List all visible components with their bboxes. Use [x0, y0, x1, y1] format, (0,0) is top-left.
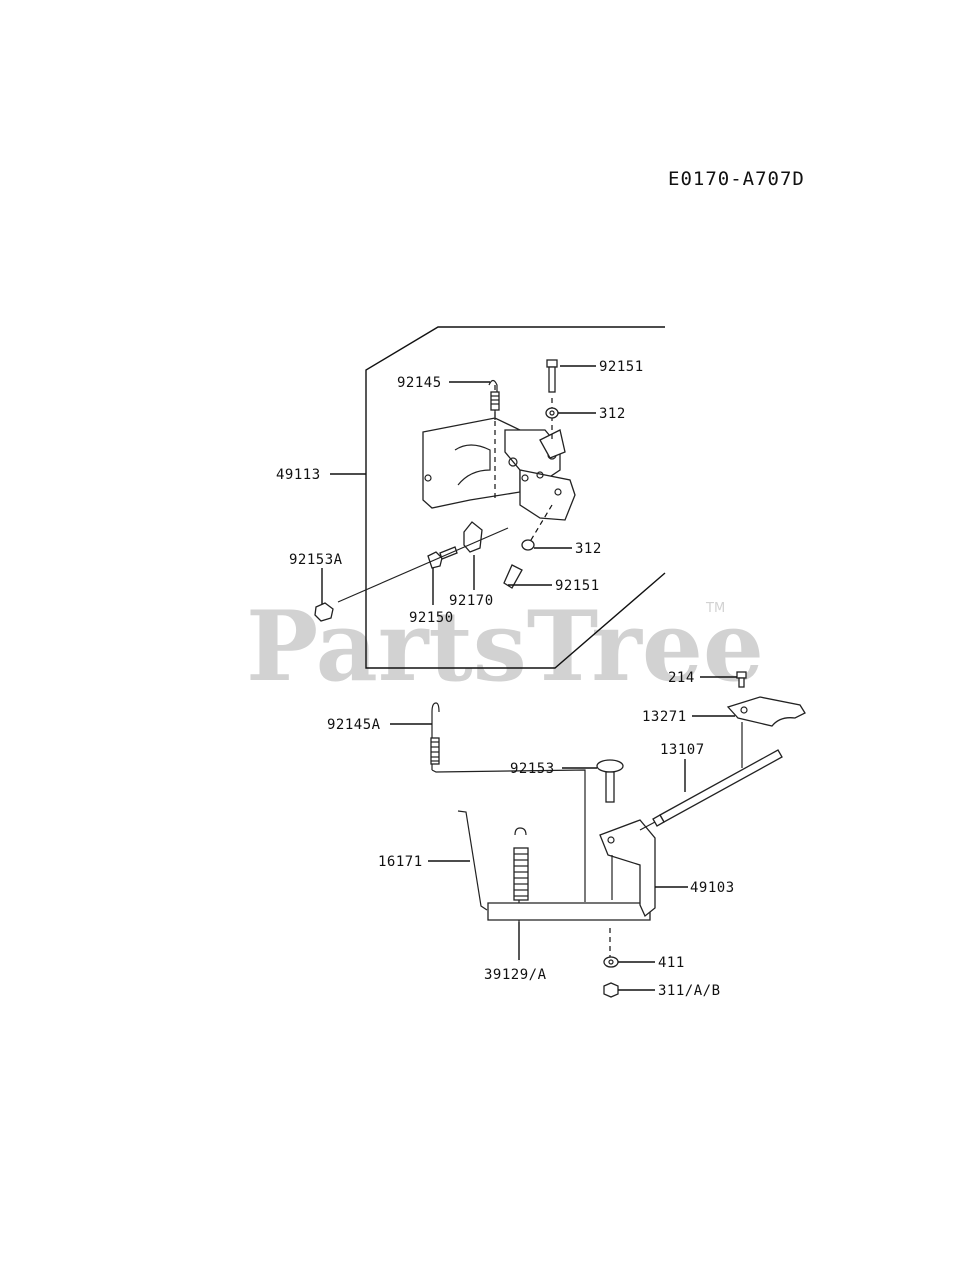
label-92145: 92145	[397, 375, 442, 391]
label-214: 214	[668, 670, 695, 686]
label-411: 411	[658, 955, 685, 971]
rod-92153A[interactable]	[314, 527, 509, 622]
label-13271: 13271	[642, 709, 687, 725]
label-16171: 16171	[378, 854, 423, 870]
spring-92145A[interactable]	[430, 702, 586, 902]
bracket-92170[interactable]	[463, 521, 483, 553]
screw-214[interactable]	[736, 671, 747, 688]
upper-frame	[365, 326, 666, 669]
label-92151-top: 92151	[599, 359, 644, 375]
label-13107: 13107	[660, 742, 705, 758]
label-49113: 49113	[276, 467, 321, 483]
label-92170: 92170	[449, 593, 494, 609]
rod-16171[interactable]	[457, 810, 488, 911]
leader-lines	[321, 365, 737, 991]
washer-312-top[interactable]	[545, 407, 559, 419]
label-92151-mid: 92151	[555, 578, 600, 594]
label-92153A: 92153A	[289, 552, 343, 568]
label-312-top: 312	[599, 406, 626, 422]
washer-411[interactable]	[603, 928, 619, 968]
control-plate-49113[interactable]	[422, 385, 576, 546]
label-39129A: 39129/A	[484, 967, 547, 983]
shaft-13107[interactable]	[639, 749, 783, 831]
trademark: TM	[705, 601, 725, 616]
bolt-92151-mid[interactable]	[503, 564, 523, 589]
diagram-code: E0170-A707D	[668, 168, 805, 190]
spring-39129A[interactable]	[513, 827, 529, 922]
nut-311AB[interactable]	[603, 982, 619, 998]
label-311AB: 311/A/B	[658, 983, 721, 999]
washer-312-mid[interactable]	[521, 539, 535, 551]
bolt-92151-top[interactable]	[546, 359, 558, 393]
label-312-mid: 312	[575, 541, 602, 557]
bolt-92153[interactable]	[596, 759, 624, 803]
label-92150: 92150	[409, 610, 454, 626]
spring-92145[interactable]	[488, 379, 500, 421]
lever-49103[interactable]	[487, 819, 656, 921]
label-92153: 92153	[510, 761, 555, 777]
label-92145A: 92145A	[327, 717, 381, 733]
plate-13271[interactable]	[726, 696, 806, 768]
nut-92150[interactable]	[427, 546, 458, 569]
label-49103: 49103	[690, 880, 735, 896]
